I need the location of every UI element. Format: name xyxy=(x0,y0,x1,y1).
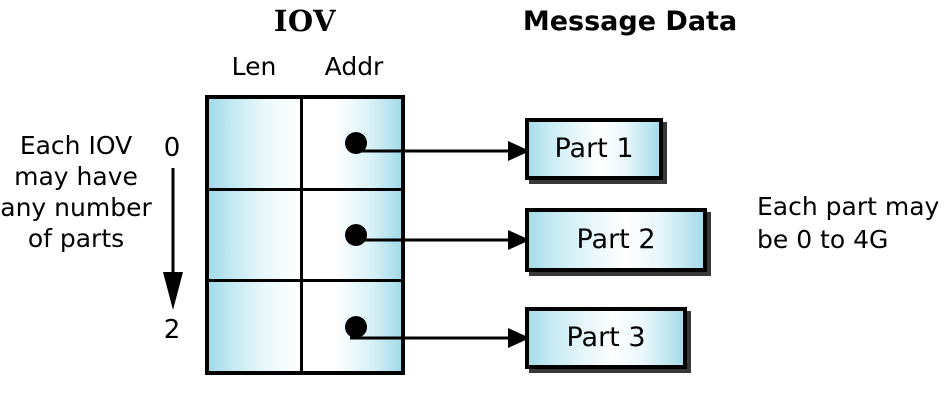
cell-len xyxy=(209,190,303,280)
iov-table xyxy=(205,95,405,375)
connector-arrow-part-3-icon xyxy=(350,328,530,348)
table-row[interactable] xyxy=(209,99,401,191)
cell-addr xyxy=(303,99,401,188)
index-label-last: 2 xyxy=(163,315,181,345)
connector-arrow-part-1-icon xyxy=(350,141,530,161)
downward-arrow-icon xyxy=(163,168,183,310)
index-label-first: 0 xyxy=(163,133,181,163)
part-box-2[interactable]: Part 2 xyxy=(525,208,707,272)
iov-title: IOV xyxy=(273,4,337,38)
part-box-1[interactable]: Part 1 xyxy=(525,118,663,180)
connector-arrow-part-2-icon xyxy=(350,230,530,250)
pointer-dot-icon xyxy=(345,132,367,155)
left-caption: Each IOV may have any number of parts xyxy=(0,131,152,253)
table-row[interactable] xyxy=(209,282,401,372)
column-header-len: Len xyxy=(231,52,277,81)
cell-len xyxy=(209,99,303,188)
pointer-dot-icon xyxy=(345,315,367,338)
column-header-addr: Addr xyxy=(324,52,384,81)
cell-addr xyxy=(303,282,401,372)
right-caption: Each part may be 0 to 4G xyxy=(757,192,940,254)
cell-len xyxy=(209,282,303,372)
part-box-3[interactable]: Part 3 xyxy=(525,307,687,369)
message-data-title: Message Data xyxy=(522,6,738,37)
